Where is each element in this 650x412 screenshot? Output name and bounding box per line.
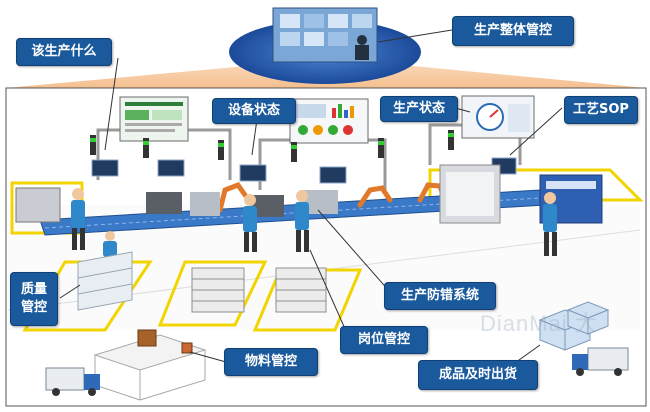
quality-control-label: 质量 管控: [10, 272, 58, 326]
what-to-produce-label: 该生产什么: [16, 38, 112, 66]
monitor-icon: [119, 96, 189, 142]
quality-rack: [77, 251, 133, 311]
process-sop-label: 工艺SOP: [564, 96, 638, 124]
monitor-icon: [289, 98, 369, 144]
operator-icon: [243, 194, 257, 252]
warehouse-icon: [538, 301, 610, 351]
equipment-boxes: [15, 164, 603, 224]
leader-lines: [59, 29, 563, 371]
signal-towers: [90, 130, 454, 162]
equipment-status-label: 设备状态: [212, 98, 296, 124]
seated-operator-icon: [103, 231, 117, 257]
station-control-label: 岗位管控: [340, 326, 428, 354]
operator-icon: [543, 192, 557, 256]
shelf-icon: [93, 329, 207, 401]
overall-control-label: 生产整体管控: [452, 16, 574, 46]
finished-goods-label: 成品及时出货: [418, 360, 538, 390]
truck-icon: [572, 347, 629, 376]
truck-icon: [45, 367, 100, 396]
operator-icon: [71, 188, 85, 250]
operator-icon: [295, 190, 309, 252]
cart-icon: [275, 267, 327, 313]
production-status-label: 生产状态: [380, 96, 458, 122]
cart-icon: [191, 267, 245, 313]
watermark: DianMai 大: [480, 311, 598, 336]
monitor-icon: [461, 95, 535, 139]
material-control-label: 物料管控: [224, 348, 318, 376]
control-room-screens-icon: [272, 7, 378, 63]
error-proofing-label: 生产防错系统: [384, 282, 496, 310]
